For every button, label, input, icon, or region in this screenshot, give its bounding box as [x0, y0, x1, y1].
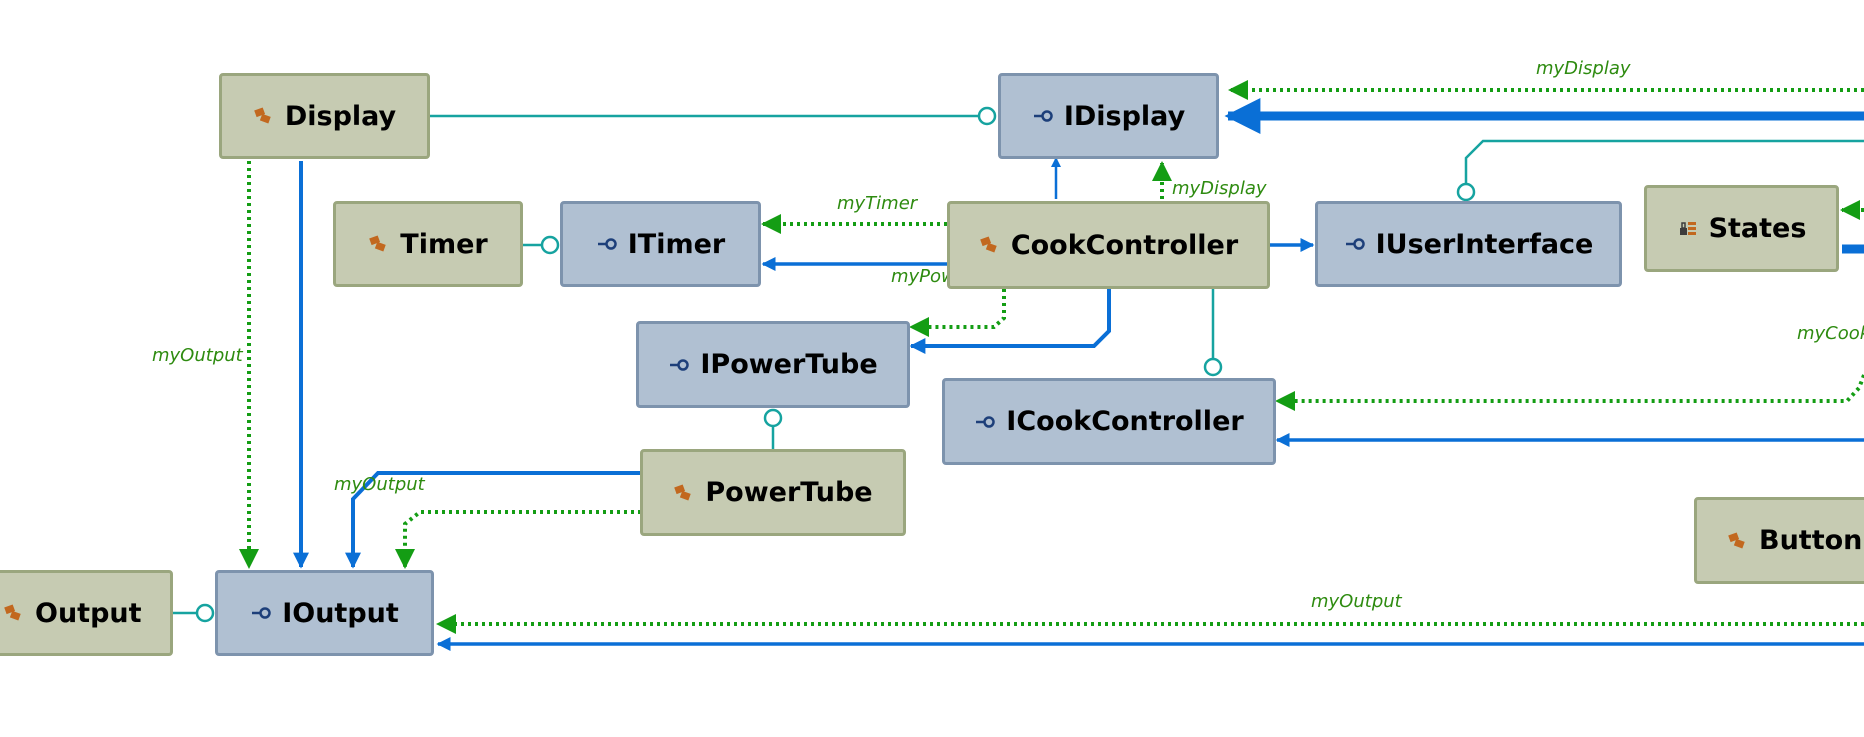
- edge-label-myoutput-powertube: myOutput: [334, 474, 425, 495]
- node-output[interactable]: Output: [0, 570, 173, 656]
- interface-icon: [1033, 110, 1053, 122]
- lollipop-iuserinterface: [1456, 182, 1476, 202]
- node-label: IOutput: [282, 597, 399, 629]
- class-icon: [4, 604, 21, 621]
- node-label: Output: [35, 597, 142, 629]
- lollipop-ioutput: [195, 603, 215, 623]
- dependency-cc-ipowertube: [909, 289, 1006, 337]
- node-states[interactable]: States: [1644, 185, 1839, 272]
- node-label: Button: [1759, 525, 1863, 556]
- node-label: ITimer: [627, 228, 726, 260]
- edge-label-mydisplay-top: myDisplay: [1536, 58, 1631, 79]
- node-powertube[interactable]: PowerTube: [640, 449, 906, 536]
- interface-icon: [1345, 238, 1365, 250]
- node-label: Display: [284, 100, 397, 132]
- interface-icon: [670, 358, 690, 371]
- node-label: PowerTube: [705, 477, 873, 508]
- lollipop-icookcontroller: [1203, 357, 1223, 377]
- node-iuserinterface[interactable]: IUserInterface: [1315, 201, 1622, 287]
- association-powertube-ioutput: [345, 471, 641, 569]
- node-idisplay[interactable]: IDisplay: [998, 73, 1219, 159]
- association-cc-ipowertube: [909, 289, 1111, 354]
- node-label: IUserInterface: [1375, 228, 1594, 260]
- enum-icon: [1679, 221, 1696, 235]
- node-label: IPowerTube: [700, 349, 878, 380]
- class-icon: [369, 235, 387, 252]
- interface-icon: [597, 238, 617, 250]
- node-label: IDisplay: [1063, 100, 1186, 132]
- realization-iuserinterface: [1464, 139, 1864, 184]
- interface-icon: [252, 607, 271, 619]
- interface-icon: [976, 415, 996, 428]
- edge-label-mycook-partial: myCook: [1797, 323, 1864, 344]
- node-label: CookController: [1010, 229, 1239, 261]
- node-label: Timer: [400, 228, 488, 260]
- node-itimer[interactable]: ITimer: [560, 201, 761, 287]
- node-display[interactable]: Display: [219, 73, 430, 159]
- dependency-right-icookcontroller: [1275, 374, 1864, 411]
- class-icon: [674, 483, 692, 500]
- node-label: States: [1708, 213, 1807, 244]
- node-cookcontroller[interactable]: CookController: [947, 201, 1270, 289]
- class-icon: [980, 236, 997, 253]
- class-icon: [1728, 531, 1745, 548]
- node-label: ICookController: [1006, 406, 1244, 437]
- dependency-powertube-ioutput: [395, 510, 641, 569]
- node-ipowertube[interactable]: IPowerTube: [636, 321, 910, 408]
- lollipop-idisplay: [977, 106, 997, 126]
- node-icookcontroller[interactable]: ICookController: [942, 378, 1276, 465]
- edge-label-myoutput-bottom: myOutput: [1311, 591, 1402, 612]
- node-button[interactable]: Button: [1694, 497, 1864, 584]
- edge-label-mytimer: myTimer: [837, 193, 918, 214]
- node-ioutput[interactable]: IOutput: [215, 570, 434, 656]
- node-timer[interactable]: Timer: [333, 201, 523, 287]
- lollipop-ipowertube: [763, 408, 783, 428]
- class-icon: [254, 107, 271, 124]
- lollipop-itimer: [540, 235, 560, 255]
- edge-label-myoutput-left: myOutput: [152, 345, 243, 366]
- edge-label-mydisplay-cc: myDisplay: [1172, 178, 1267, 199]
